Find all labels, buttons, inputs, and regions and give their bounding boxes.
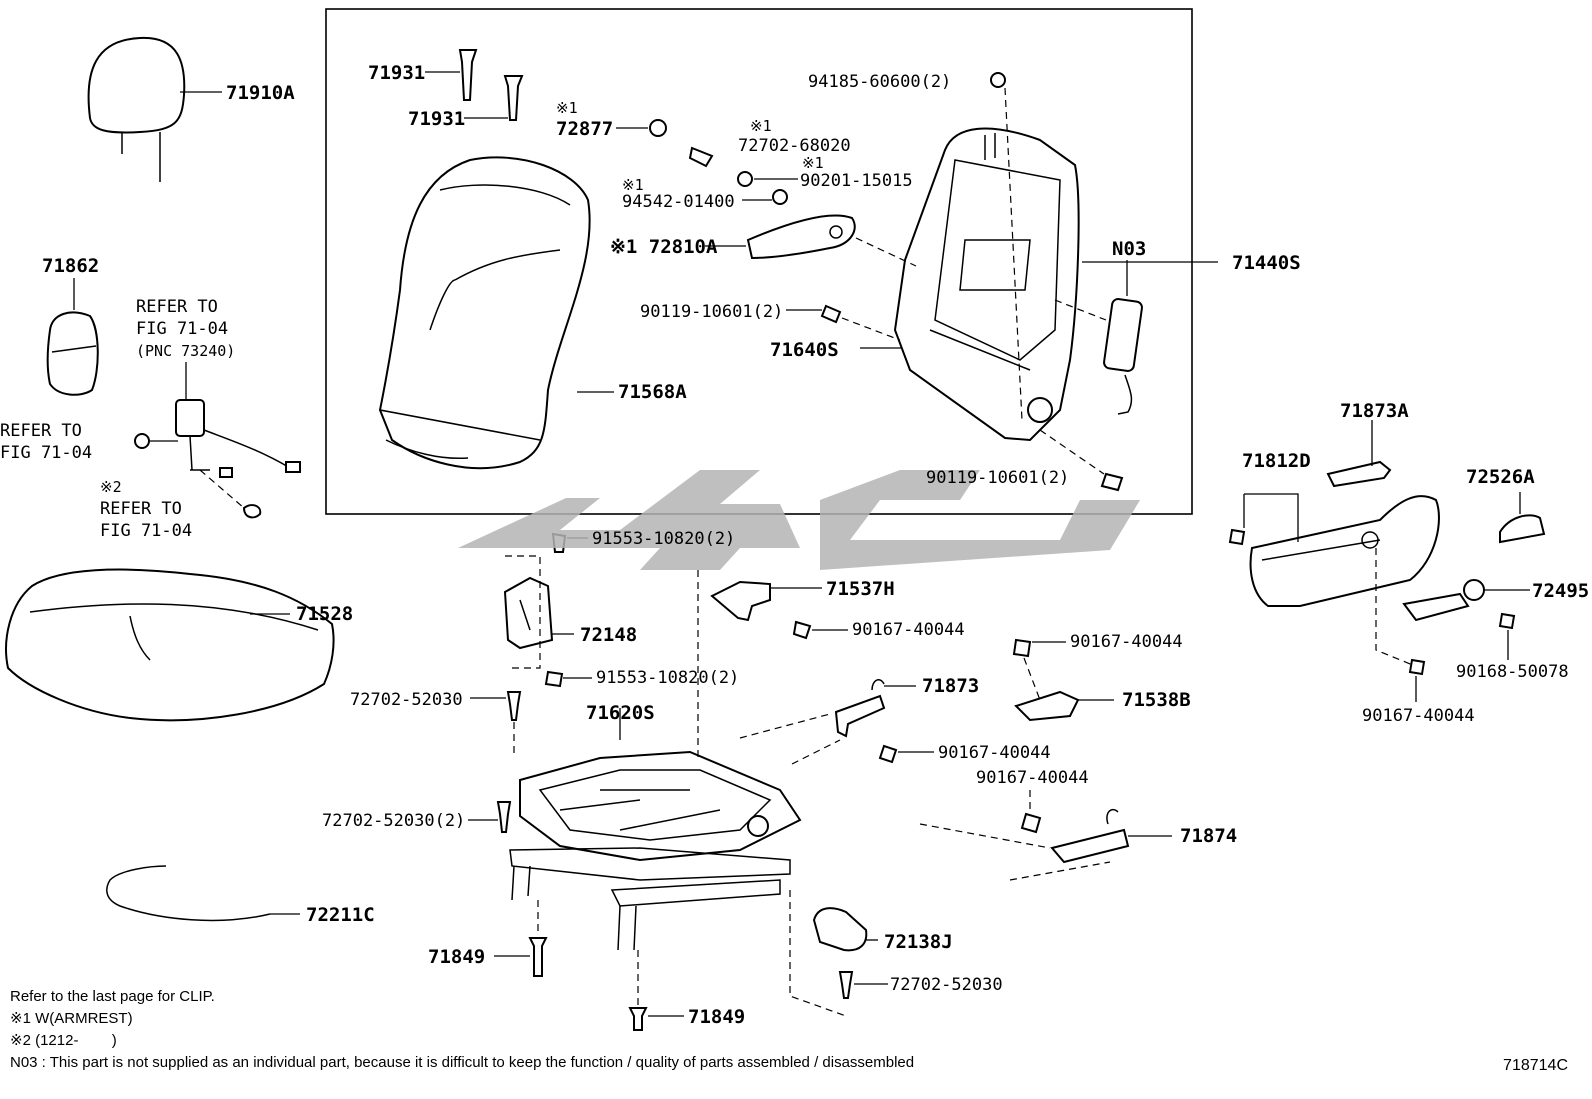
label-71528: 71528 <box>296 603 353 625</box>
label-71873: 71873 <box>922 675 979 697</box>
label-72702-52030-b: 72702-52030(2) <box>322 811 465 831</box>
label-90201-15015: 90201-15015 <box>800 171 913 191</box>
label-90167-40044-c: 90167-40044 <box>1070 632 1183 652</box>
seatback-cover-drawing <box>378 156 614 470</box>
label-72526A: 72526A <box>1466 466 1535 488</box>
label-71931-b: 71931 <box>408 108 465 130</box>
label-91553-10820-b: 91553-10820(2) <box>596 668 739 688</box>
refer3-line1: REFER TO <box>100 499 182 519</box>
side-shield-drawing <box>1228 420 1546 702</box>
seat-cushion-drawing <box>5 568 335 722</box>
label-90119-10601-a: 90119-10601(2) <box>640 302 783 322</box>
note-date-range: ※2 (1212- ) <box>10 1032 117 1049</box>
label-72148: 72148 <box>580 624 637 646</box>
label-71849-a: 71849 <box>428 946 485 968</box>
label-72702-52030-a: 72702-52030 <box>350 690 463 710</box>
refer3-note: ※2 <box>100 478 122 496</box>
bracket-71874-drawing <box>919 790 1172 881</box>
label-71873A: 71873A <box>1340 400 1409 422</box>
label-71812D: 71812D <box>1242 450 1311 472</box>
footnotes: Refer to the last page for CLIP. ※1 W(AR… <box>10 986 1210 1074</box>
note-72877: ※1 <box>556 99 578 117</box>
label-90167-40044-b: 90167-40044 <box>938 743 1051 763</box>
figure-number: 718714C <box>1503 1057 1568 1074</box>
seatback-frame-drawing <box>893 127 1218 442</box>
label-71620S: 71620S <box>586 702 655 724</box>
label-94185-60600: 94185-60600(2) <box>808 72 951 92</box>
label-71537H: 71537H <box>826 578 895 600</box>
cushion-frame-drawing <box>509 708 802 951</box>
label-90167-40044-e: 90167-40044 <box>1362 706 1475 726</box>
refer2-line2: FIG 71-04 <box>0 443 92 463</box>
bracket-71537H-drawing <box>710 580 848 640</box>
label-71910A: 71910A <box>226 82 295 104</box>
upper-fasteners <box>425 49 1124 492</box>
label-90119-10601-b: 90119-10601(2) <box>926 468 1069 488</box>
bezel-71862-drawing <box>46 278 99 396</box>
label-90167-40044-d: 90167-40044 <box>976 768 1089 788</box>
bracket-71873-drawing <box>739 679 934 765</box>
cushion-bolts <box>468 691 684 1031</box>
cover-72138J-drawing <box>789 890 888 1017</box>
refer1-line2: FIG 71-04 <box>136 319 228 339</box>
label-72702-68020: 72702-68020 <box>738 136 851 156</box>
label-71640S: 71640S <box>770 339 839 361</box>
note-72702-68020: ※1 <box>750 117 772 135</box>
label-72877: 72877 <box>556 118 613 140</box>
label-72702-52030-c: 72702-52030 <box>890 975 1003 995</box>
armrest-drawing <box>705 214 917 267</box>
label-71440S: 71440S <box>1232 252 1301 274</box>
note-armrest: ※1 W(ARMREST) <box>10 1010 133 1027</box>
headrest-drawing <box>87 36 222 182</box>
refer2-line1: REFER TO <box>0 421 82 441</box>
note-94542-01400: ※1 <box>622 176 644 194</box>
refer1-line1: REFER TO <box>136 297 218 317</box>
bracket-71538B-drawing <box>1012 638 1114 722</box>
seat-belt-buckle-drawing <box>134 362 301 519</box>
label-71862: 71862 <box>42 255 99 277</box>
label-90168-50078: 90168-50078 <box>1456 662 1569 682</box>
note-90201-15015: ※1 <box>802 154 824 172</box>
label-72211C: 72211C <box>306 904 375 926</box>
wire-72211C-drawing <box>106 865 300 922</box>
label-71874: 71874 <box>1180 825 1237 847</box>
label-N03: N03 <box>1112 238 1146 260</box>
refer1-line3: (PNC 73240) <box>136 342 235 360</box>
label-72495: 72495 <box>1532 580 1589 602</box>
label-72138J: 72138J <box>884 931 953 953</box>
label-91553-10820-a: 91553-10820(2) <box>592 529 735 549</box>
label-94542-01400: 94542-01400 <box>622 192 735 212</box>
label-72810A: ※1 72810A <box>610 236 718 258</box>
label-71568A: 71568A <box>618 381 687 403</box>
refer3-line2: FIG 71-04 <box>100 521 192 541</box>
side-airbag-drawing <box>1103 260 1143 415</box>
label-71931-a: 71931 <box>368 62 425 84</box>
label-71538B: 71538B <box>1122 689 1191 711</box>
note-n03: N03 : This part is not supplied as an in… <box>10 1054 915 1071</box>
label-90167-40044-a: 90167-40044 <box>852 620 965 640</box>
label-71849-b: 71849 <box>688 1006 745 1028</box>
bracket-72148-drawing <box>503 532 592 688</box>
watermark-logo <box>458 470 1140 570</box>
note-clip: Refer to the last page for CLIP. <box>10 988 215 1005</box>
